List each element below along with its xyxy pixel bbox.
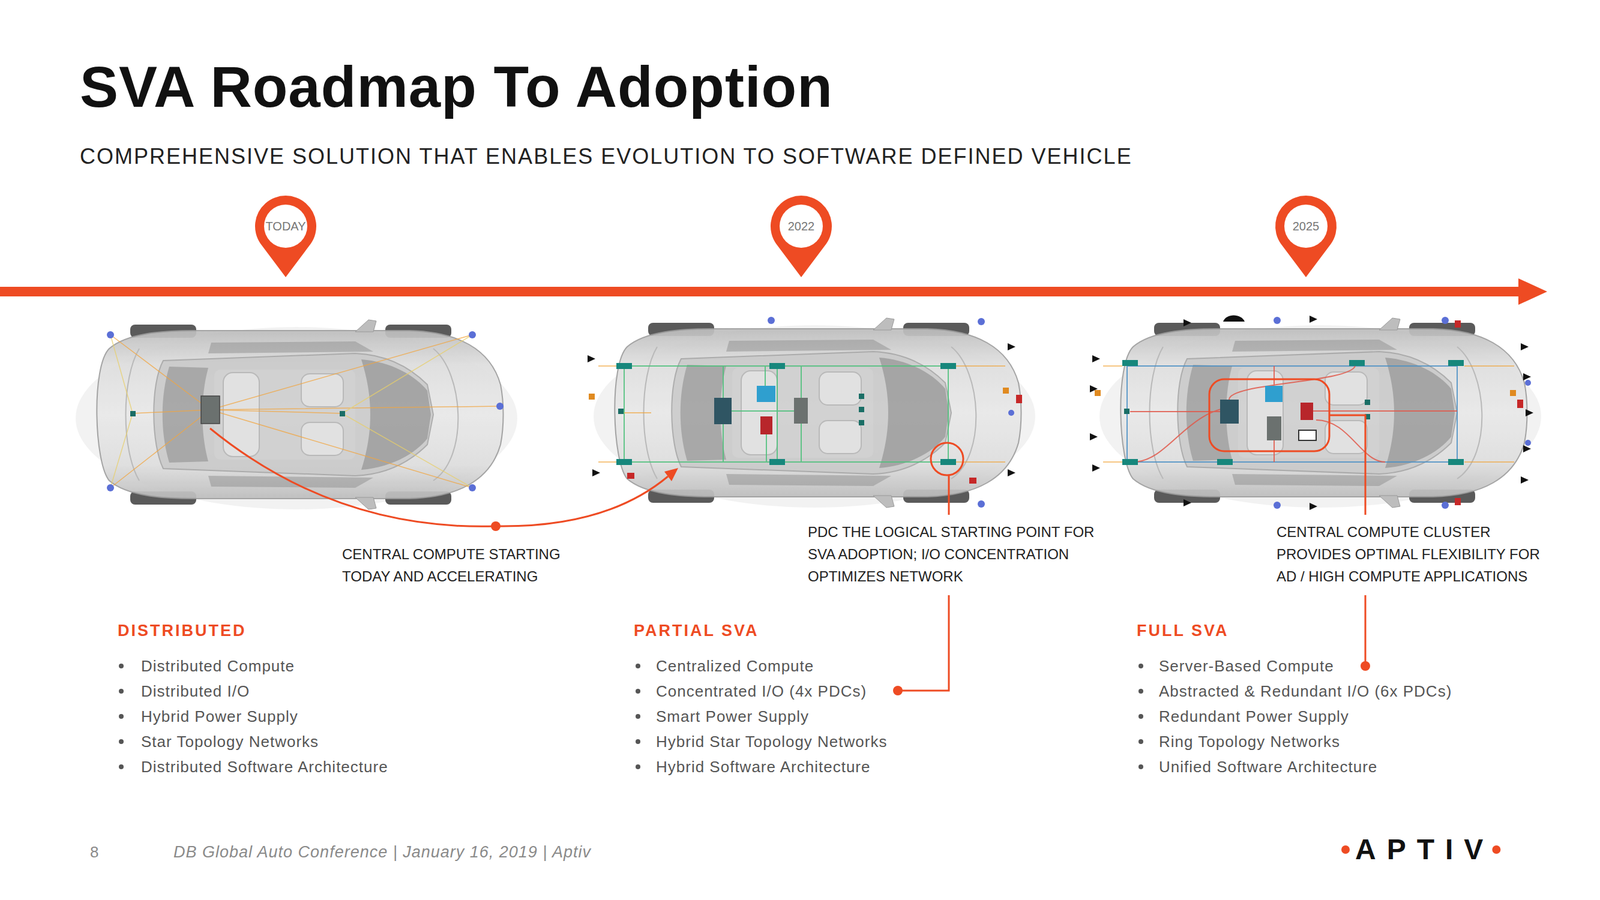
bullet-item: Ring Topology Networks bbox=[1158, 731, 1341, 752]
bullet-item: Star Topology Networks bbox=[141, 731, 319, 752]
bullet-dot bbox=[118, 714, 124, 719]
bullet-item: Redundant Power Supply bbox=[1158, 706, 1350, 727]
bullet-dot bbox=[118, 739, 124, 745]
column-heading: FULL SVA bbox=[1136, 620, 1230, 641]
column-heading: PARTIAL SVA bbox=[633, 620, 760, 641]
bullet-dot bbox=[1138, 764, 1144, 770]
bullet-item: Hybrid Power Supply bbox=[141, 706, 299, 727]
bullet-item: Centralized Compute bbox=[655, 655, 814, 677]
column-heading: DISTRIBUTED bbox=[117, 620, 247, 641]
timeline-pin: 2022 bbox=[769, 195, 833, 280]
logo-text: APTIV bbox=[1355, 833, 1494, 867]
bullet-dot bbox=[635, 663, 641, 669]
bullet-dot bbox=[1138, 714, 1144, 719]
bullet-dot bbox=[118, 764, 124, 770]
bullet-item: Hybrid Software Architecture bbox=[655, 756, 871, 778]
bullet-dot bbox=[1138, 663, 1144, 669]
logo-dot bbox=[1341, 845, 1350, 855]
bullet-dot bbox=[635, 739, 641, 745]
timeline-bar bbox=[0, 286, 1520, 297]
timeline-pin: 2025 bbox=[1274, 195, 1338, 280]
bullet-dot bbox=[118, 663, 124, 669]
car-partial-sva bbox=[587, 316, 1036, 508]
timeline-pin: TODAY bbox=[254, 195, 317, 280]
car-full-sva bbox=[1089, 315, 1542, 511]
bullet-item: Smart Power Supply bbox=[655, 706, 810, 727]
leader-dot bbox=[490, 521, 501, 532]
pin-label: TODAY bbox=[254, 219, 317, 234]
bullet-dot bbox=[118, 688, 124, 694]
bullet-dot bbox=[635, 764, 641, 770]
page-number: 8 bbox=[90, 842, 99, 863]
subtitle: COMPREHENSIVE SOLUTION THAT ENABLES EVOL… bbox=[79, 144, 1133, 170]
bullet-item: Distributed I/O bbox=[141, 681, 250, 702]
footer-text: DB Global Auto Conference | January 16, … bbox=[173, 842, 592, 863]
bullet-dot bbox=[635, 688, 641, 694]
leader-dot bbox=[893, 685, 903, 696]
callout-text: CENTRAL COMPUTE CLUSTER PROVIDES OPTIMAL… bbox=[1276, 520, 1556, 588]
leader-arrowhead bbox=[664, 468, 679, 482]
callout-text: PDC THE LOGICAL STARTING POINT FOR SVA A… bbox=[807, 520, 1108, 588]
bullet-item: Abstracted & Redundant I/O (6x PDCs) bbox=[1158, 681, 1452, 702]
slide-title: SVA Roadmap To Adoption bbox=[79, 54, 834, 121]
bullet-item: Concentrated I/O (4x PDCs) bbox=[655, 681, 867, 702]
bullet-item: Distributed Compute bbox=[141, 655, 295, 677]
leader-lines bbox=[210, 379, 1366, 691]
timeline-arrowhead bbox=[1518, 278, 1548, 305]
callout-text: CENTRAL COMPUTE STARTING TODAY AND ACCEL… bbox=[342, 543, 589, 588]
bullet-dot bbox=[1138, 739, 1144, 745]
bullet-item: Server-Based Compute bbox=[1158, 655, 1335, 677]
pin-shape bbox=[1274, 195, 1338, 280]
bullet-dot bbox=[1138, 688, 1144, 694]
leader-dot bbox=[1360, 661, 1371, 671]
bullet-dot bbox=[635, 714, 641, 719]
pin-shape bbox=[769, 195, 833, 280]
pin-label: 2022 bbox=[769, 219, 833, 234]
bullet-item: Distributed Software Architecture bbox=[141, 756, 389, 778]
pin-shape bbox=[254, 195, 317, 280]
bullet-item: Unified Software Architecture bbox=[1158, 756, 1378, 778]
pin-label: 2025 bbox=[1274, 219, 1338, 234]
car-distributed bbox=[75, 319, 518, 510]
bullet-item: Hybrid Star Topology Networks bbox=[655, 731, 888, 752]
